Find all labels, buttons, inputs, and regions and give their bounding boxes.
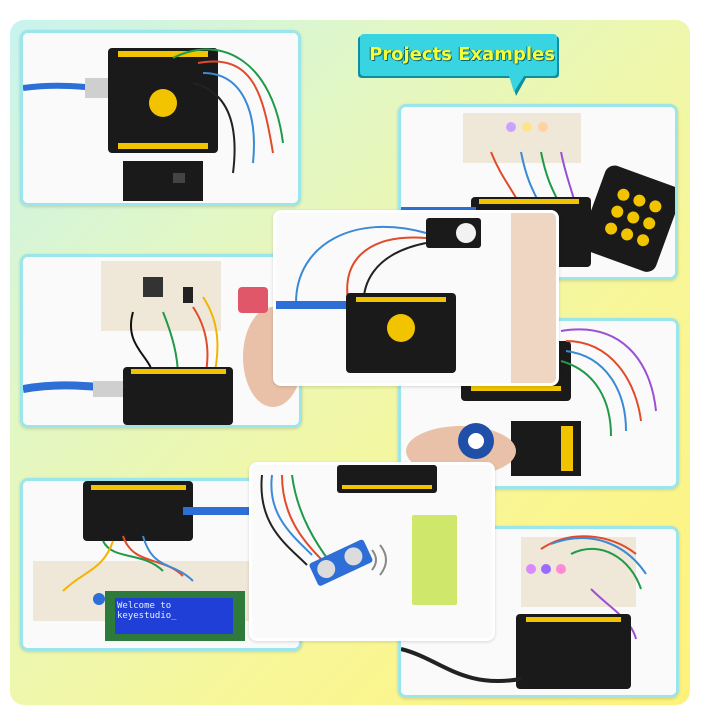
photo-ultrasonic	[249, 462, 495, 641]
photo-sound-sensor	[273, 210, 559, 386]
potentiometer	[93, 593, 105, 605]
board	[123, 367, 233, 425]
ultrasonic-illustration	[252, 465, 492, 638]
photo-breadboard-hand	[20, 254, 302, 428]
lcd-screen	[115, 598, 233, 634]
object	[238, 287, 268, 313]
lcd-text: Welcome to keyestudio_	[117, 601, 212, 621]
sound-sensor-illustration	[276, 213, 556, 383]
board	[83, 481, 193, 541]
lcd-line-1: Welcome to	[117, 601, 172, 611]
banner-title: Projects Examples	[369, 44, 555, 65]
board	[516, 614, 631, 689]
board-sensor-illustration	[23, 33, 298, 203]
sensor-module	[123, 161, 203, 201]
lcd-line-2: keyestudio_	[117, 611, 177, 621]
obstacle-block	[412, 515, 457, 605]
ultrasonic-sensor	[309, 539, 373, 586]
breadboard	[521, 537, 636, 607]
ir-remote	[580, 165, 675, 272]
banner-speech-bubble	[358, 34, 559, 96]
usb-connector	[85, 78, 113, 98]
projects-banner: Projects Examples	[356, 32, 561, 96]
hand	[511, 213, 556, 383]
photo-board-sensor-module	[20, 30, 301, 206]
wave-icon	[371, 549, 377, 571]
usb-cable	[276, 301, 361, 309]
cable	[401, 647, 522, 683]
breadboard-hand-illustration	[23, 257, 299, 425]
